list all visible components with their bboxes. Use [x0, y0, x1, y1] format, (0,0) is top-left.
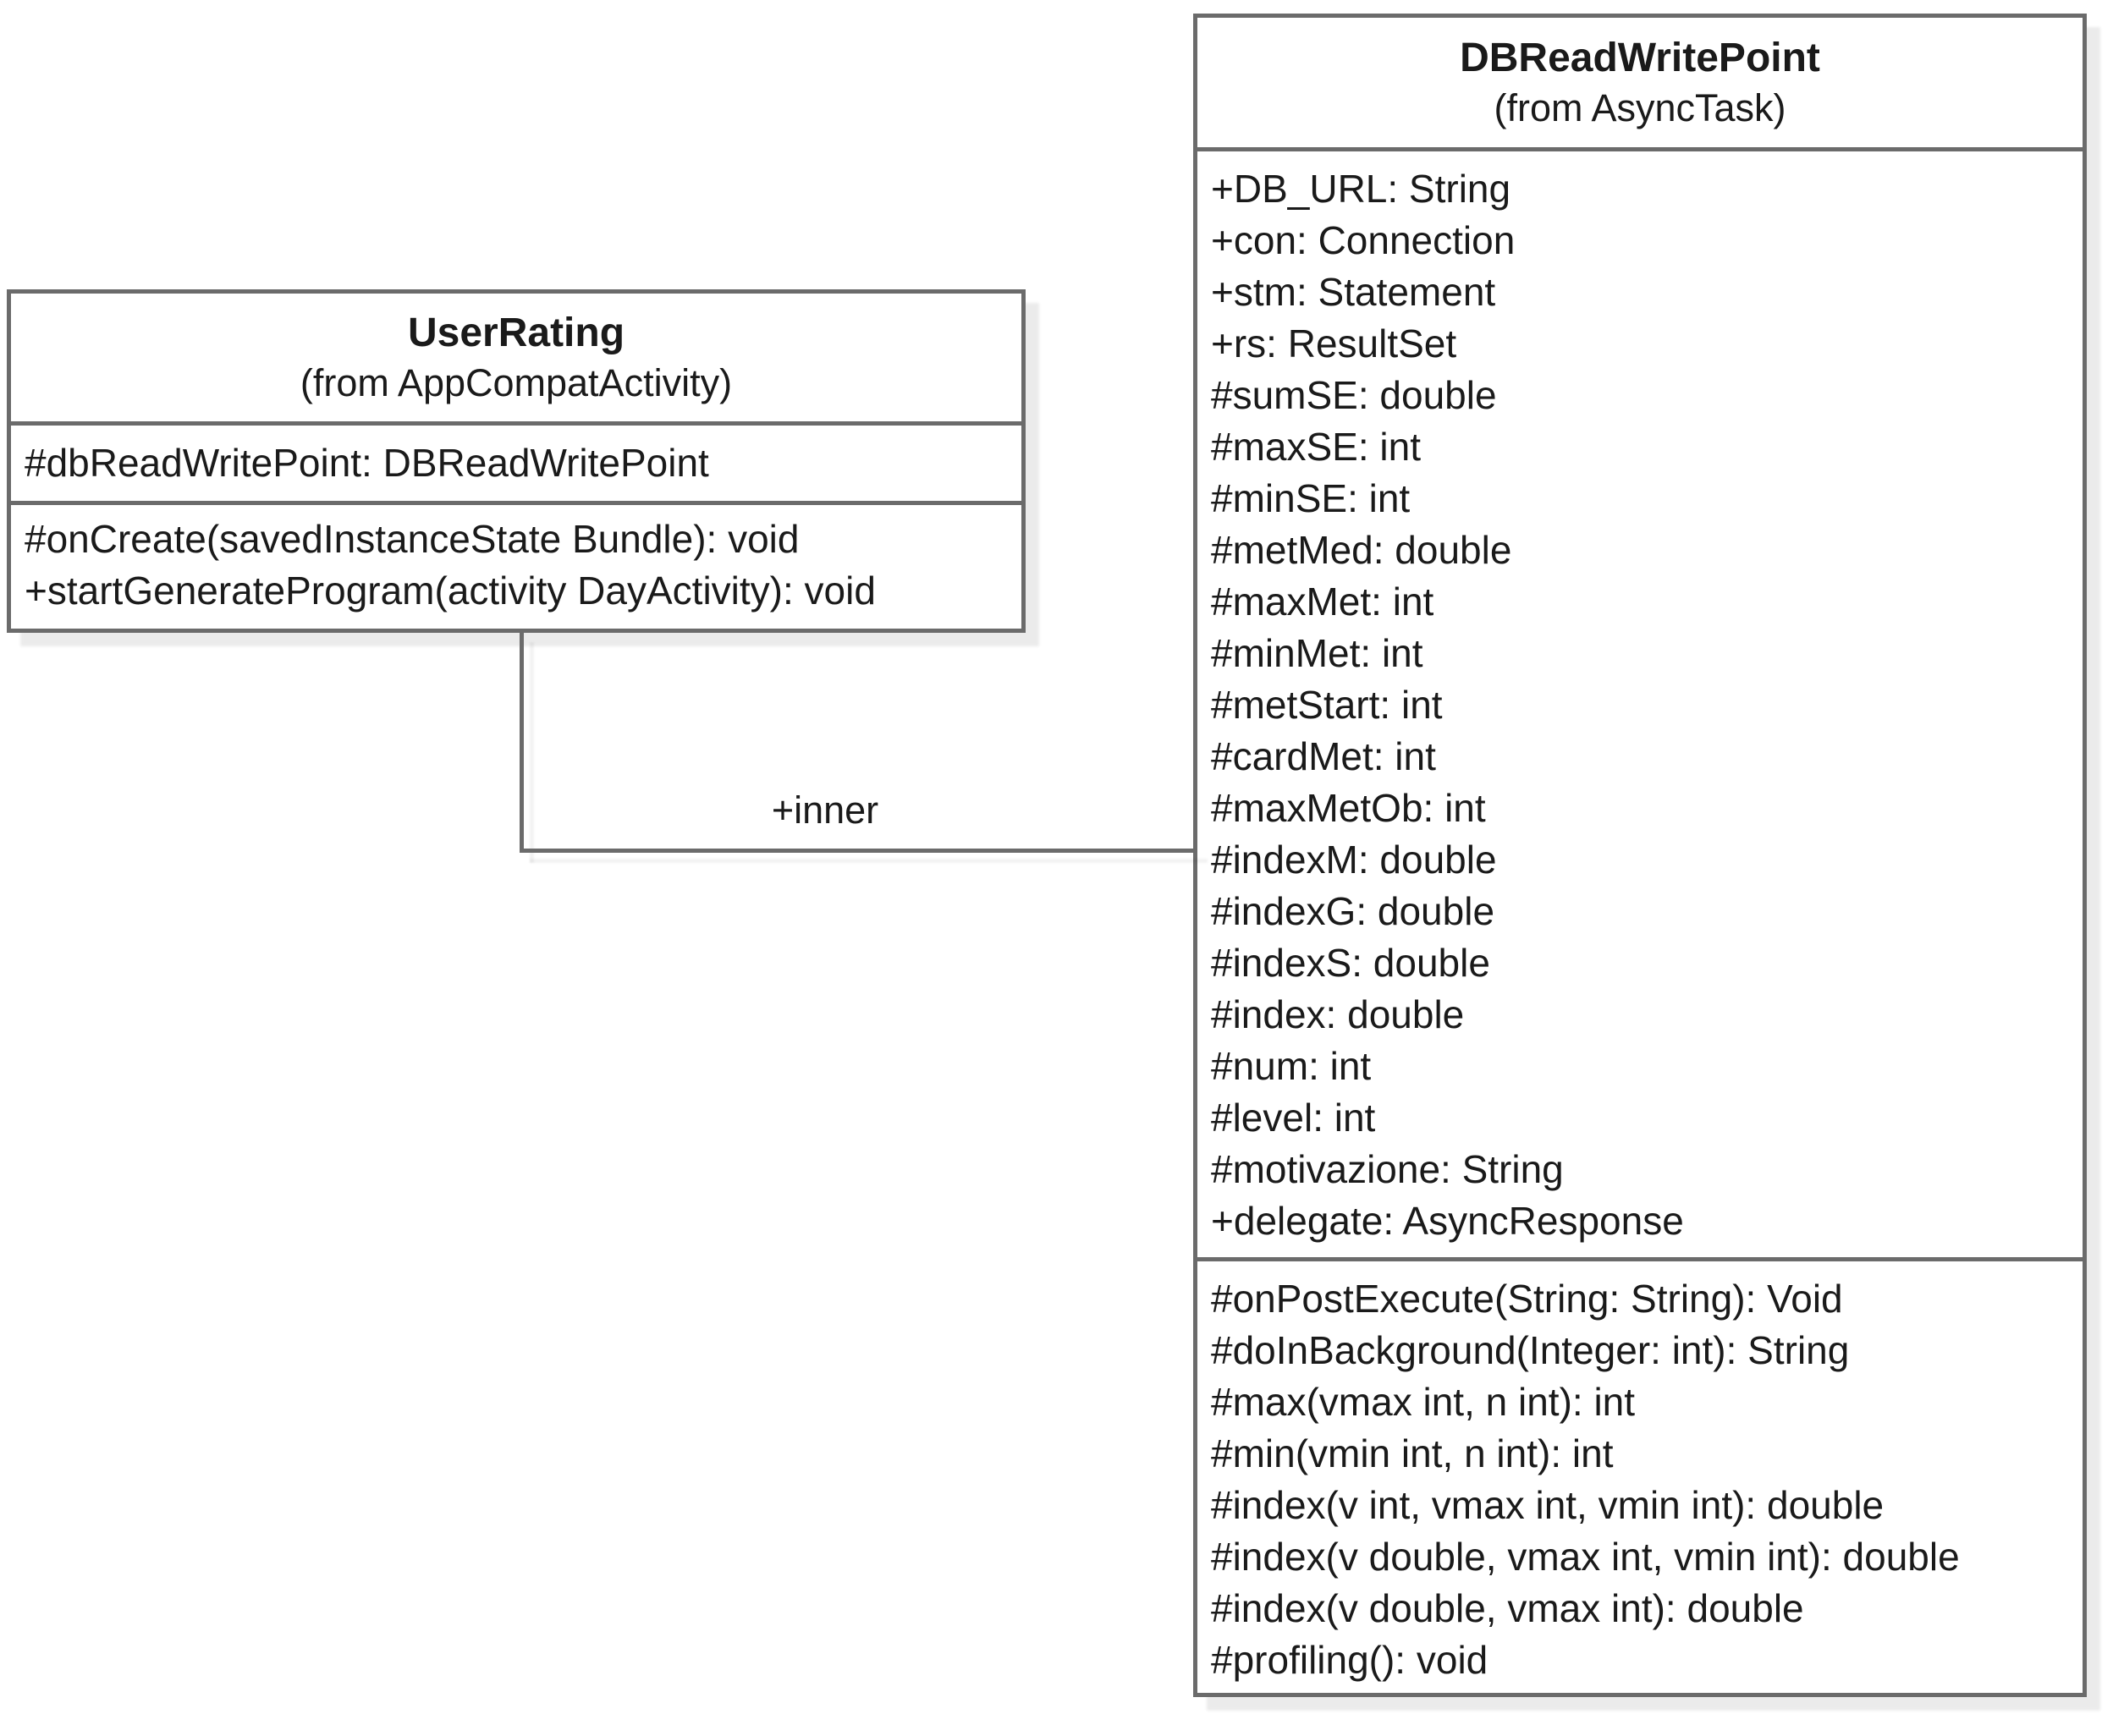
- methods-section: #onPostExecute(String: String): Void #doI…: [1197, 1261, 2083, 1693]
- association-role-label: +inner: [771, 788, 879, 832]
- attribute-row: #maxMetOb: int: [1211, 786, 1486, 830]
- attributes-section: +DB_URL: String +con: Connection +stm: Sta…: [1197, 151, 2083, 1261]
- attribute-row: #minMet: int: [1211, 631, 1423, 675]
- class-name: UserRating: [407, 310, 625, 355]
- class-box-dbreadwritepoint: DBReadWritePoint (from AsyncTask) +DB_UR…: [1193, 14, 2087, 1697]
- attribute-row: #num: int: [1211, 1044, 1372, 1088]
- method-row: #doInBackground(Integer: int): String: [1211, 1328, 1850, 1372]
- attribute-row: #metStart: int: [1211, 683, 1443, 727]
- attribute-row: +rs: ResultSet: [1211, 321, 1457, 365]
- attribute-row: #minSE: int: [1211, 476, 1411, 520]
- method-row: #max(vmax int, n int): int: [1211, 1380, 1636, 1424]
- attribute-row: #indexM: double: [1211, 838, 1497, 882]
- class-title-section: UserRating (from AppCompatActivity): [11, 294, 1021, 426]
- method-row: #profiling(): void: [1211, 1638, 1488, 1682]
- method-row: #onPostExecute(String: String): Void: [1211, 1277, 1843, 1321]
- method-row: #min(vmin int, n int): int: [1211, 1431, 1614, 1475]
- attribute-row: +delegate: AsyncResponse: [1211, 1199, 1684, 1243]
- attribute-row: #sumSE: double: [1211, 373, 1497, 417]
- attribute-row: +stm: Statement: [1211, 270, 1496, 314]
- attribute-row: #metMed: double: [1211, 528, 1512, 572]
- method-row: #index(v double, vmax int): double: [1211, 1586, 1804, 1630]
- attribute-row: #level: int: [1211, 1096, 1376, 1140]
- class-stereotype: (from AppCompatActivity): [300, 361, 733, 404]
- method-row: #index(v int, vmax int, vmin int): doubl…: [1211, 1483, 1885, 1527]
- attribute-row: #maxSE: int: [1211, 425, 1421, 469]
- attribute-row: +DB_URL: String: [1211, 167, 1511, 211]
- class-stereotype: (from AsyncTask): [1494, 86, 1786, 129]
- methods-section: #onCreate(savedInstanceState Bundle): vo…: [11, 505, 1021, 629]
- association-edge-horizontal-segment: [520, 849, 1197, 853]
- attribute-row: #dbReadWritePoint: DBReadWritePoint: [25, 441, 709, 485]
- attributes-section: #dbReadWritePoint: DBReadWritePoint: [11, 426, 1021, 505]
- attribute-row: #indexS: double: [1211, 941, 1490, 985]
- attribute-row: +con: Connection: [1211, 218, 1516, 262]
- method-row: +startGenerateProgram(activity DayActivi…: [25, 569, 876, 613]
- class-title-section: DBReadWritePoint (from AsyncTask): [1197, 18, 2083, 151]
- class-box-userrating: UserRating (from AppCompatActivity) #dbR…: [7, 289, 1026, 633]
- attribute-row: #indexG: double: [1211, 889, 1495, 933]
- attribute-row: #index: double: [1211, 992, 1465, 1036]
- association-edge-vertical-segment: [520, 632, 524, 853]
- method-row: #index(v double, vmax int, vmin int): do…: [1211, 1535, 1960, 1579]
- method-row: #onCreate(savedInstanceState Bundle): vo…: [25, 517, 800, 561]
- class-name: DBReadWritePoint: [1460, 36, 1820, 80]
- attribute-row: #motivazione: String: [1211, 1147, 1564, 1191]
- attribute-row: #cardMet: int: [1211, 734, 1436, 778]
- attribute-row: #maxMet: int: [1211, 580, 1434, 624]
